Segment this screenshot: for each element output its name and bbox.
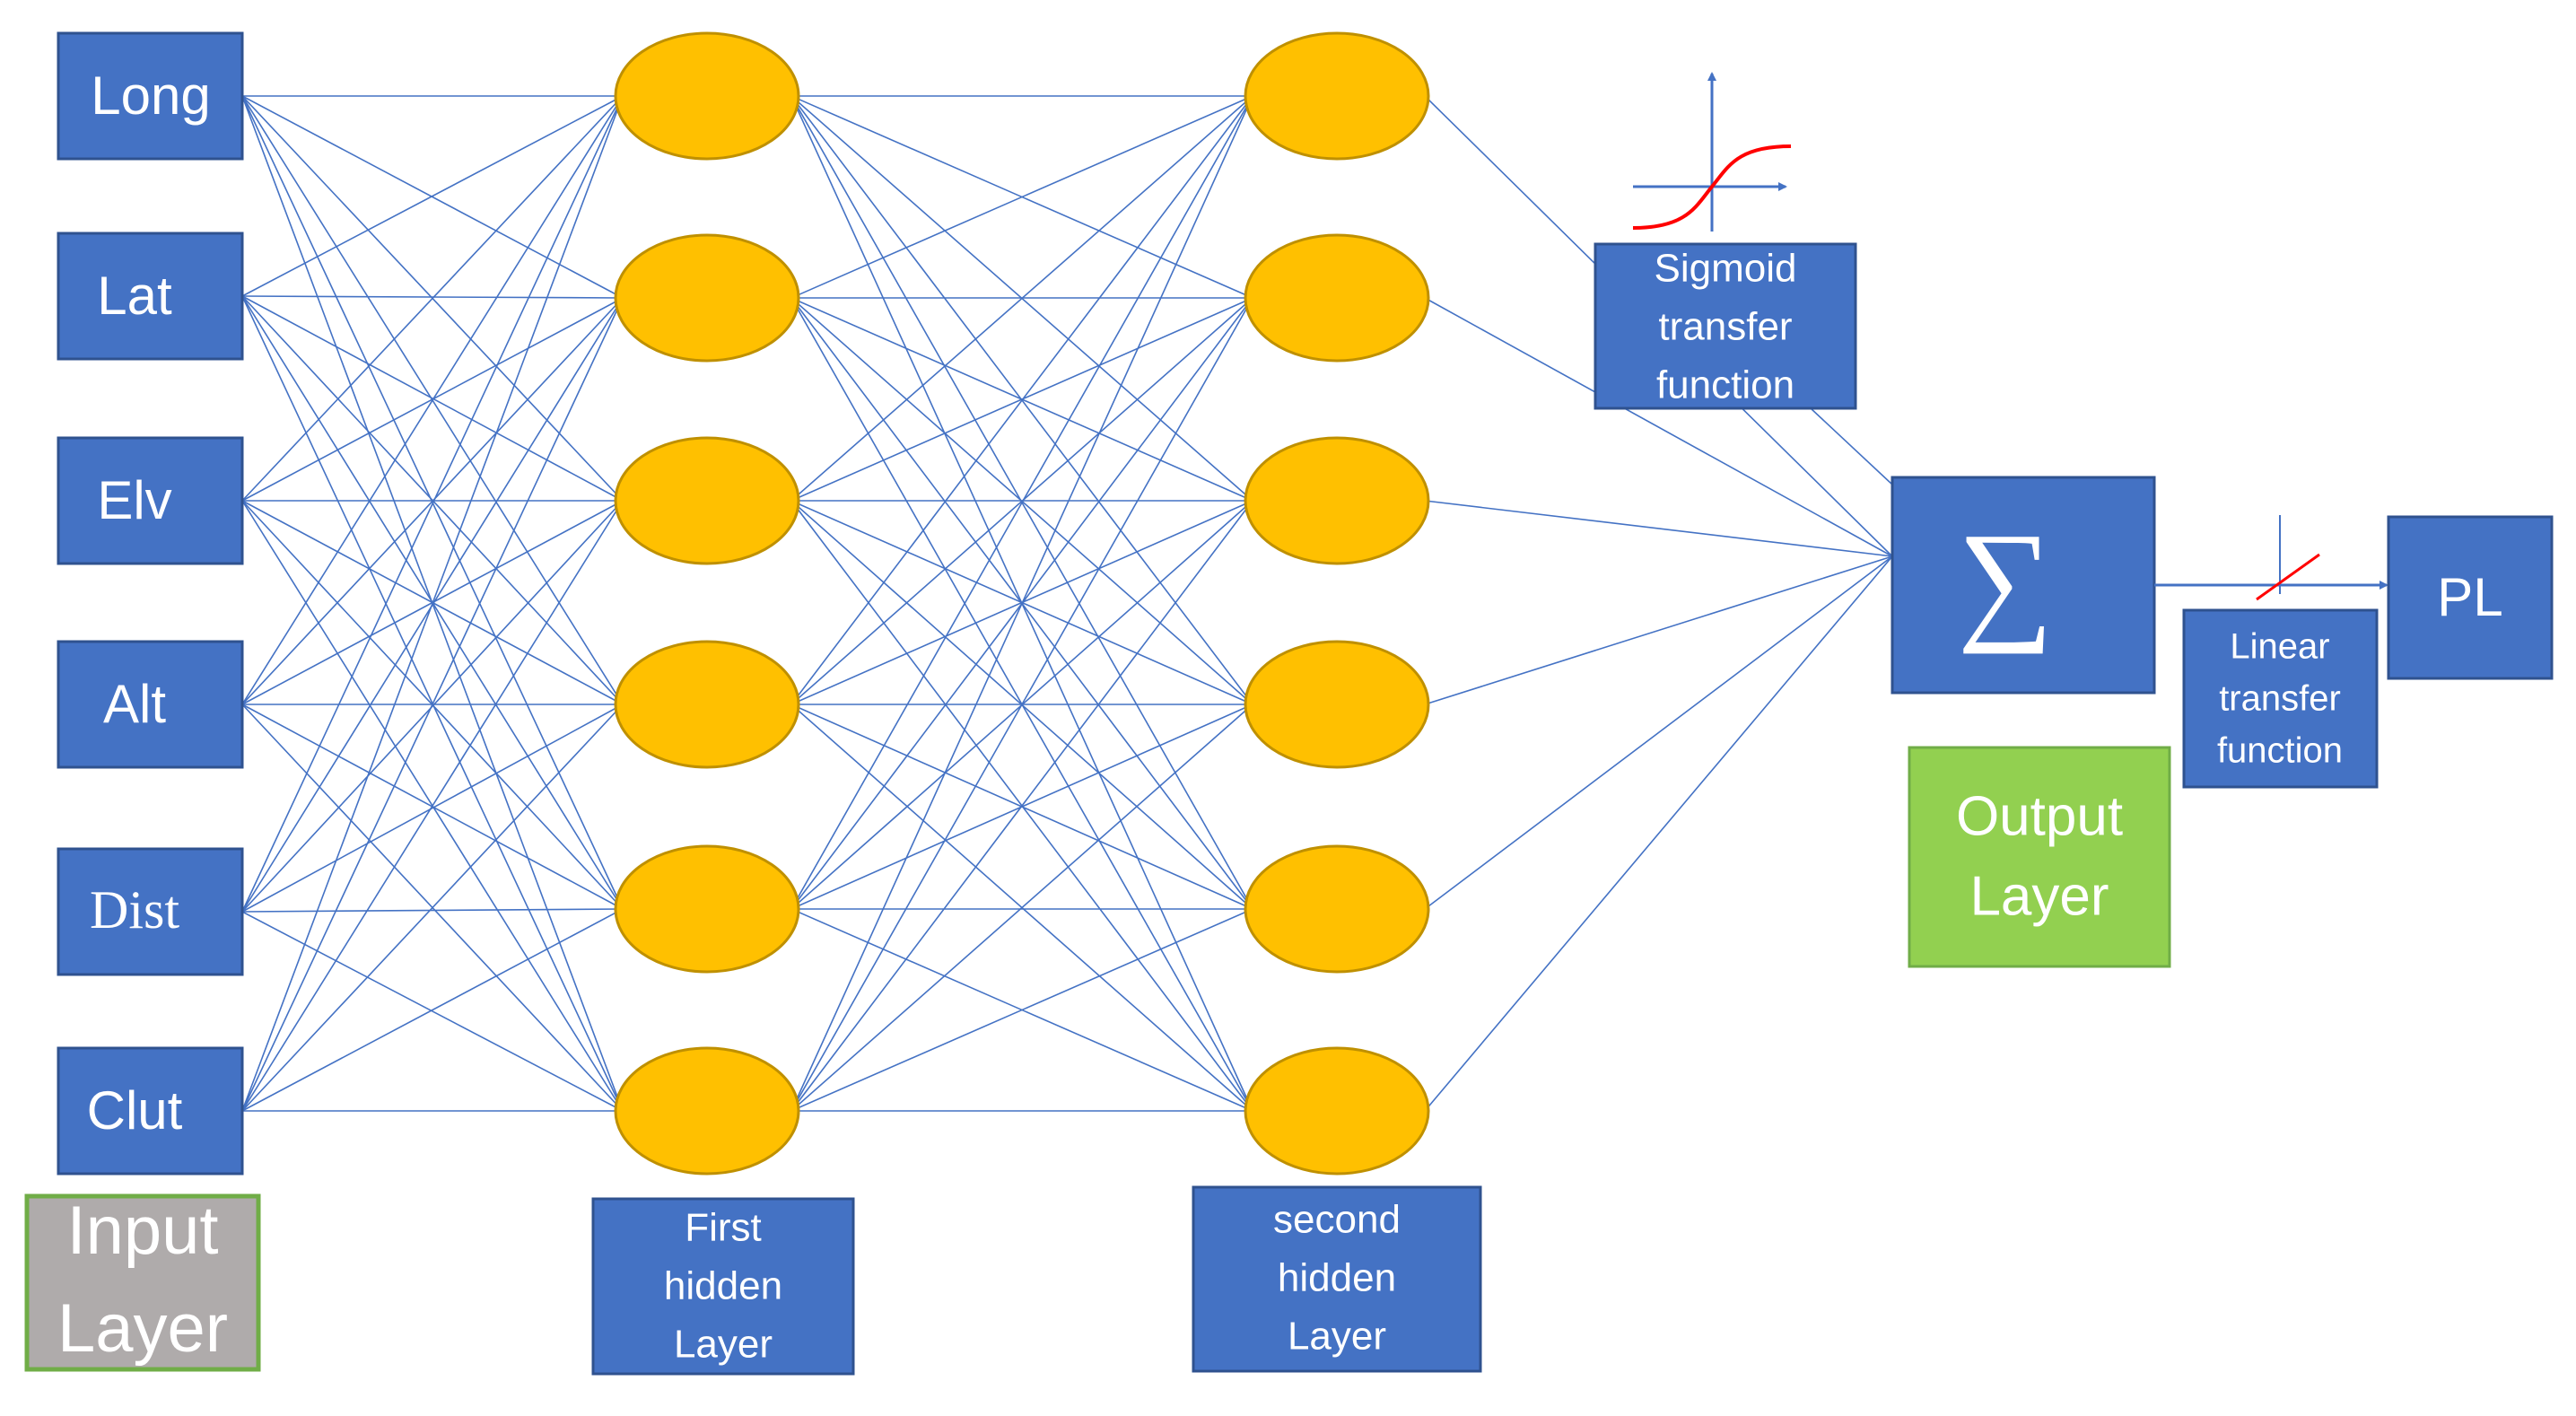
connection-line <box>790 95 1253 299</box>
connection-line <box>790 95 1253 502</box>
connection-line <box>790 95 1253 910</box>
input-layer-label: Input Layer <box>24 1193 261 1372</box>
connection-line <box>790 95 1253 705</box>
second-hidden-layer-label: second hidden Layer <box>1192 1185 1482 1373</box>
connection-line <box>1810 407 1893 485</box>
first-hidden-node <box>614 436 800 565</box>
linear-transfer-function: Linear transfer function <box>2154 515 2388 789</box>
connection-line <box>1424 555 1893 910</box>
first-hidden-node <box>614 1046 800 1176</box>
connection-line <box>241 95 624 913</box>
first-hidden-layer-nodes <box>614 31 800 1176</box>
second-hidden-node <box>1244 31 1430 161</box>
first-hidden-node <box>614 640 800 769</box>
sigmoid-label-line-3: function <box>1656 363 1794 407</box>
first-hidden-label-line-1: First <box>685 1206 762 1250</box>
output-label: PL <box>2437 567 2502 627</box>
second-hidden-node <box>1244 233 1430 363</box>
connection-lines <box>241 95 1893 1112</box>
output-layer-label-line-1: Output <box>1956 785 2123 847</box>
input-node: Clut <box>57 1046 244 1176</box>
second-hidden-node <box>1244 436 1430 565</box>
input-node: Elv <box>57 436 244 565</box>
first-hidden-node <box>614 233 800 363</box>
summation-node: ∑ <box>1891 476 2156 695</box>
second-hidden-node <box>1244 640 1430 769</box>
connection-line <box>790 95 1253 1112</box>
connection-line <box>1424 297 1893 557</box>
connection-line <box>241 908 624 1112</box>
sigmoid-label-line-1: Sigmoid <box>1655 247 1797 291</box>
input-node-label: Alt <box>103 674 166 734</box>
connection-line <box>241 297 624 1112</box>
first-hidden-label-line-2: hidden <box>664 1264 782 1308</box>
connection-line <box>241 295 624 502</box>
second-hidden-node <box>1244 1046 1430 1176</box>
connection-line <box>241 295 624 299</box>
linear-line-icon <box>2256 515 2320 601</box>
output-node: PL <box>2387 515 2554 680</box>
input-node: Dist <box>57 847 244 976</box>
connection-line <box>241 704 624 1112</box>
output-layer-label: Output Layer <box>1908 746 2171 968</box>
connection-line <box>1424 555 1893 1112</box>
input-node-label: Clut <box>87 1080 183 1141</box>
connection-line <box>241 500 624 1112</box>
input-node-label: Elv <box>97 470 171 530</box>
output-layer-label-line-2: Layer <box>1969 865 2109 927</box>
input-node-label: Long <box>91 66 210 126</box>
connection-line <box>1424 555 1893 705</box>
connection-line <box>1424 500 1893 557</box>
sigmoid-label-line-2: transfer <box>1658 305 1792 349</box>
connection-line <box>790 297 1253 1112</box>
connection-line <box>241 95 624 705</box>
second-hidden-label-line-1: second <box>1273 1198 1401 1242</box>
input-node-label: Lat <box>97 266 172 326</box>
connection-line <box>241 95 624 297</box>
connection-line <box>790 499 1254 1112</box>
input-node: Long <box>57 31 244 161</box>
first-hidden-layer-label: First hidden Layer <box>591 1197 855 1376</box>
input-layer-label-line-2: Layer <box>57 1290 228 1367</box>
connection-line <box>241 908 624 913</box>
sum-symbol: ∑ <box>1958 505 2054 654</box>
connection-line <box>790 908 1253 1112</box>
input-node: Alt <box>57 640 244 769</box>
linear-label-line-3: function <box>2217 731 2343 771</box>
connection-line <box>790 704 1253 1112</box>
connection-line <box>241 95 624 502</box>
connection-line <box>241 297 624 705</box>
second-hidden-layer-nodes <box>1244 31 1430 1176</box>
linear-label-line-2: transfer <box>2219 679 2341 719</box>
first-hidden-label-line-3: Layer <box>674 1323 773 1367</box>
linear-label-line-1: Linear <box>2230 627 2329 667</box>
connection-line <box>241 911 624 1112</box>
connection-line <box>241 704 624 913</box>
connection-line <box>241 95 624 1112</box>
input-layer-label-line-1: Input <box>66 1193 218 1269</box>
second-hidden-node <box>1244 844 1430 974</box>
sigmoid-transfer-function: Sigmoid transfer function <box>1594 72 1857 410</box>
second-hidden-label-line-2: hidden <box>1278 1256 1396 1300</box>
input-node: Lat <box>57 232 244 361</box>
connection-line <box>241 500 624 913</box>
second-hidden-label-line-3: Layer <box>1288 1315 1386 1359</box>
input-node-label: Dist <box>90 880 179 940</box>
first-hidden-node <box>614 844 800 974</box>
first-hidden-node <box>614 31 800 161</box>
sigmoid-curve-icon <box>1632 72 1792 232</box>
